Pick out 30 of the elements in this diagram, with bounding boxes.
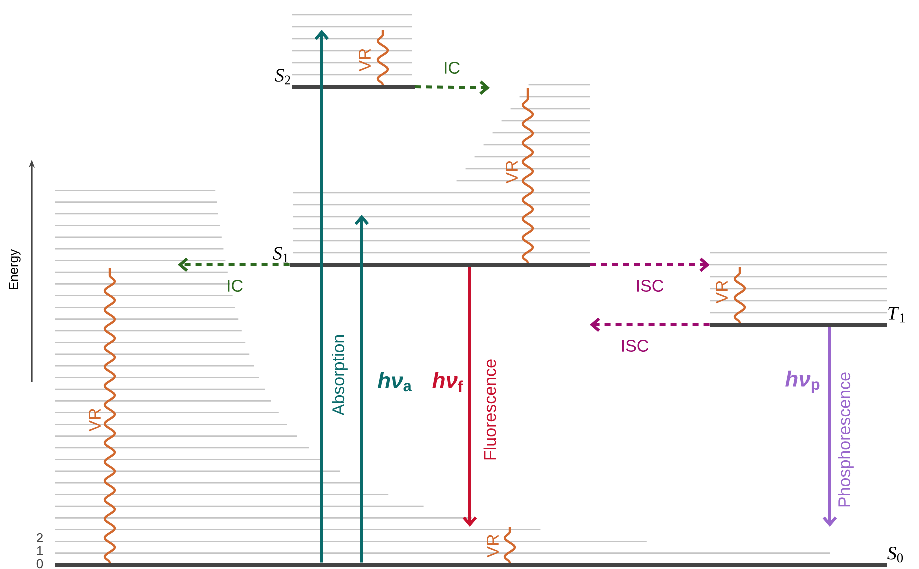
edge-label: ISC — [637, 280, 664, 292]
axis-label: Energy — [9, 249, 21, 290]
level-number: 2 — [37, 533, 43, 543]
arrow — [415, 80, 490, 96]
edge-label: IC — [228, 280, 243, 292]
arrow — [822, 327, 838, 527]
photon-label: hν$_{p}$ — [786, 370, 820, 394]
energy-level: T$_{1}$ — [710, 307, 905, 327]
level-number: 1 — [37, 546, 43, 556]
edge-label: IC — [445, 62, 460, 74]
node-label: S$_{0}$ — [888, 546, 904, 563]
process-label: VR — [506, 160, 518, 184]
edge-label: ISC — [622, 340, 649, 352]
process-label: VR — [89, 408, 101, 432]
node-label: S$_{1}$ — [273, 247, 288, 263]
energy-level: S$_{1}$ — [273, 247, 590, 267]
arrow — [590, 318, 710, 332]
arrow — [462, 267, 478, 527]
edge-label: Fluorescence — [484, 360, 496, 460]
node-label: T$_{1}$ — [888, 307, 905, 323]
edge-label: Phosphorescence — [838, 372, 854, 507]
arrow — [178, 258, 290, 272]
edge-label: Absorption — [332, 335, 348, 416]
photon-label: hν$_{a}$ — [378, 372, 412, 392]
process-label: VR — [716, 280, 728, 304]
arrow — [590, 258, 710, 272]
arrow — [354, 215, 370, 563]
photon-label: hν$_{f}$ — [432, 372, 464, 392]
node-label: S$_{2}$ — [275, 69, 290, 85]
arrow — [314, 30, 330, 563]
